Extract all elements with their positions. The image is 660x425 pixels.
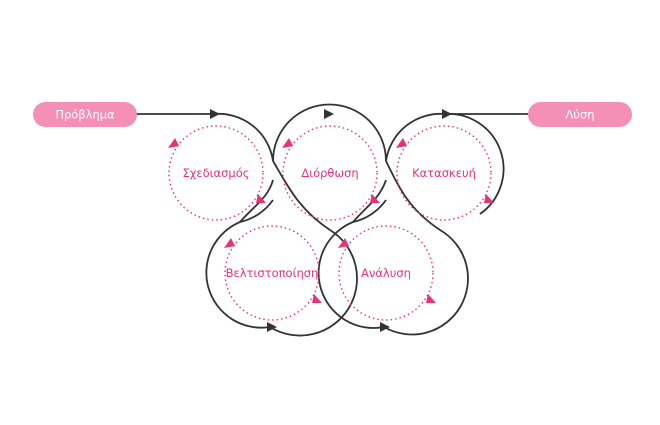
arrow-head xyxy=(442,109,452,119)
node-labels: Σχεδιασμός Διόρθωση Κατασκευή Βελτιστοπο… xyxy=(182,166,475,280)
end-pill-shape xyxy=(528,102,632,127)
cycle-arrow xyxy=(426,294,436,303)
arrow-head xyxy=(210,109,220,119)
end-pill: Λύση xyxy=(528,102,632,127)
cycle-ring xyxy=(282,125,378,221)
start-pill-shape xyxy=(33,102,137,127)
cycle-arrow xyxy=(282,138,293,148)
cycle-arrows xyxy=(168,138,494,303)
start-pill: Πρόβλημα xyxy=(33,102,137,127)
arrow-head xyxy=(267,322,277,332)
end-label: Λύση xyxy=(565,108,594,122)
start-label: Πρόβλημα xyxy=(55,108,115,122)
node-label-veltistopoiisi: Βελτιστοποίηση xyxy=(226,266,319,280)
cycle-ring xyxy=(396,125,492,221)
cycle-ring xyxy=(338,225,434,321)
cycle-ring xyxy=(168,125,264,221)
loop-diorthosi xyxy=(272,103,387,223)
cycle-arrow xyxy=(312,294,322,303)
cycle-arrow xyxy=(484,194,494,203)
node-label-sxediasmos: Σχεδιασμός xyxy=(182,166,249,180)
loop-kataskevi xyxy=(385,112,505,215)
cycle-arrow xyxy=(168,138,179,148)
inner-cycles xyxy=(168,125,492,321)
flow-arrows xyxy=(210,109,452,332)
cycle-arrow xyxy=(370,194,380,203)
node-label-analysi: Ανάλυση xyxy=(361,266,411,280)
arrow-head xyxy=(380,322,390,332)
cycle-ring xyxy=(224,225,320,321)
cycle-arrow xyxy=(396,138,407,148)
arrow-head xyxy=(324,109,334,119)
cross-left xyxy=(272,160,331,231)
flow-lines xyxy=(136,103,528,337)
loop-sxediasmos xyxy=(213,112,274,223)
cycle-arrow xyxy=(224,238,235,248)
cycle-arrow xyxy=(338,238,349,248)
cross-right xyxy=(385,160,441,231)
node-label-diorthosi: Διόρθωση xyxy=(301,166,358,180)
cycle-arrow xyxy=(256,194,266,203)
node-label-kataskevi: Κατασκευή xyxy=(412,166,476,180)
